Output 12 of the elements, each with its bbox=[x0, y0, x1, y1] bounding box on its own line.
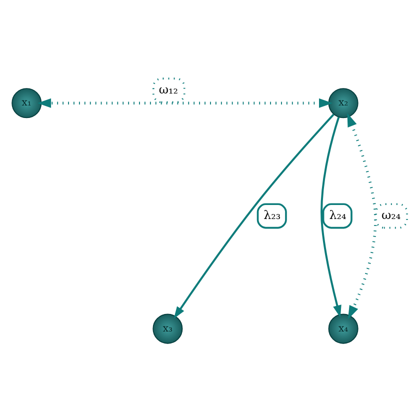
node-circle: x₂ bbox=[328, 88, 358, 118]
arrow bbox=[37, 98, 333, 108]
node-circle: x₄ bbox=[328, 313, 358, 344]
node-circle: x₃ bbox=[152, 313, 183, 344]
arrow bbox=[174, 113, 334, 318]
edge-label: ω₁₂ bbox=[158, 82, 178, 96]
edge-label: λ₂₃ bbox=[264, 208, 281, 222]
node-circle: x₁ bbox=[12, 88, 42, 118]
edge-label: λ₂₄ bbox=[329, 208, 346, 222]
arrow bbox=[320, 116, 342, 317]
arrow bbox=[347, 112, 377, 319]
edge-label: ω₂₄ bbox=[382, 208, 401, 222]
